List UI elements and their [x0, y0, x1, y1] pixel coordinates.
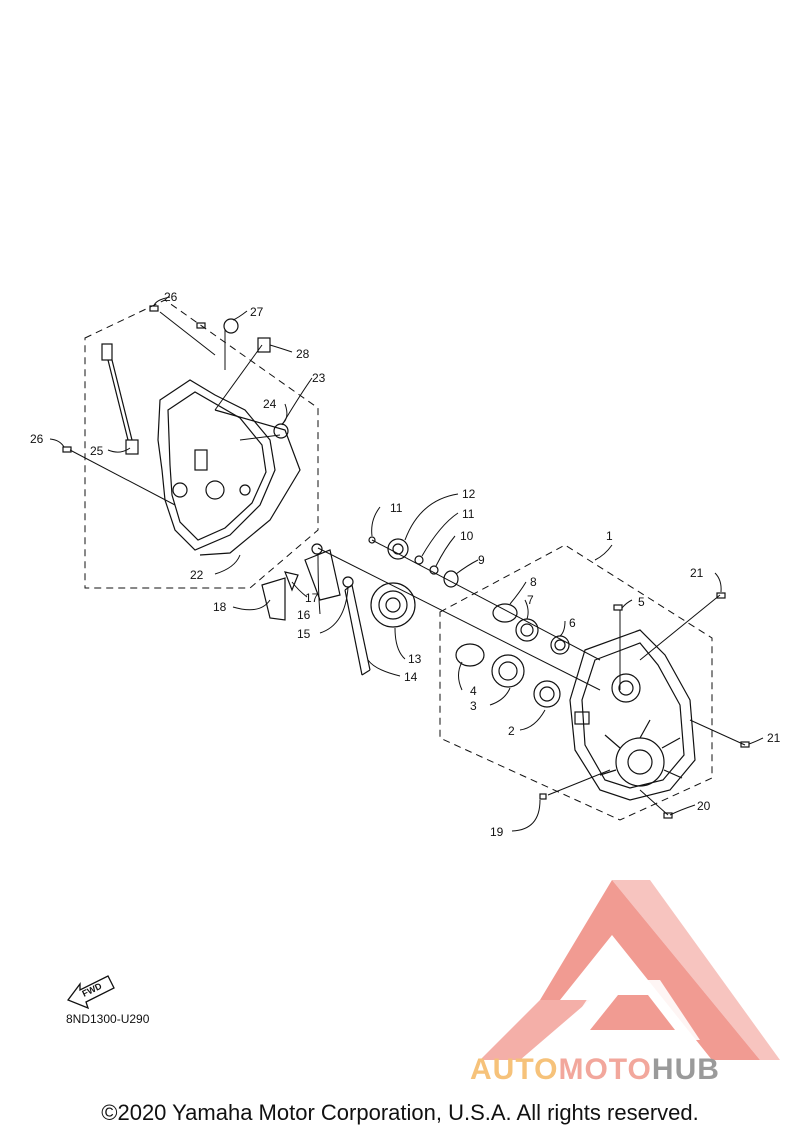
callout-22: 22: [190, 568, 204, 582]
callout-16: 16: [297, 608, 311, 622]
oil-seal-part: [273, 423, 289, 439]
cover-assembly-group-box: [84, 299, 319, 589]
callout-1: 1: [606, 529, 613, 543]
assembly-axis-lines: [69, 311, 746, 816]
callout-23: 23: [312, 371, 326, 385]
callout-18: 18: [213, 600, 227, 614]
crankcase-cover: [157, 379, 301, 556]
callout-3: 3: [470, 699, 477, 713]
callout-28: 28: [296, 347, 310, 361]
callout-12: 12: [462, 487, 476, 501]
callout-9: 9: [478, 553, 485, 567]
watermark-auto: AUTO: [470, 1053, 559, 1086]
diagram-code: 8ND1300-U290: [66, 1012, 150, 1026]
fwd-arrow-icon: FWD: [66, 975, 115, 1010]
callout-21b: 21: [767, 731, 781, 745]
callout-5: 5: [638, 595, 645, 609]
callout-4: 4: [470, 684, 477, 698]
callout-labels: 1 2 3 4 5 6 7 8 9 10 11 11 12 13 14 15 1…: [30, 290, 781, 839]
copyright-notice: ©2020 Yamaha Motor Corporation, U.S.A. A…: [101, 1100, 699, 1125]
callout-6: 6: [569, 616, 576, 630]
callout-27: 27: [250, 305, 264, 319]
watermark-text: AUTOMOTOHUB: [470, 1053, 720, 1087]
callout-10: 10: [460, 529, 474, 543]
callout-26b: 26: [30, 432, 44, 446]
sensor-lead: [101, 343, 139, 455]
callout-15: 15: [297, 627, 311, 641]
callout-11b: 11: [462, 507, 475, 521]
plug-part: [257, 337, 271, 353]
watermark-moto: MOTO: [558, 1053, 652, 1086]
callout-26a: 26: [164, 290, 178, 304]
callout-20: 20: [697, 799, 711, 813]
bolt-parts: [62, 305, 206, 453]
callout-25: 25: [90, 444, 104, 458]
callout-21a: 21: [690, 566, 704, 580]
callout-2: 2: [508, 724, 515, 738]
callout-11a: 11: [390, 501, 403, 515]
watermark-hub: HUB: [651, 1053, 720, 1086]
callout-8: 8: [530, 575, 537, 589]
callout-17: 17: [305, 591, 319, 605]
crankcase-assembly-group-box: [439, 544, 713, 821]
callout-19: 19: [490, 825, 504, 839]
callout-leaders: [49, 296, 764, 832]
small-bolt-parts: [539, 592, 750, 819]
crankcase-half: [569, 629, 696, 801]
callout-13: 13: [408, 652, 422, 666]
callout-7: 7: [527, 593, 534, 607]
watermark-logo-icon: [480, 880, 780, 1060]
clamp-part: [223, 318, 239, 334]
callout-24: 24: [263, 397, 277, 411]
gear-train: [261, 536, 459, 676]
callout-14: 14: [404, 670, 418, 684]
